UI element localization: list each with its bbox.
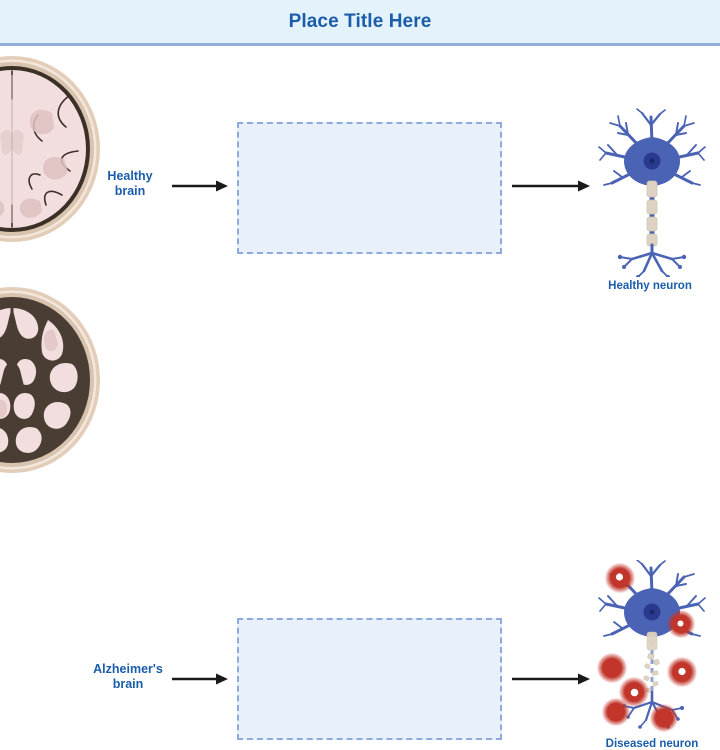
healthy-brain-scan-icon: [0, 55, 104, 243]
arrow-right-icon: [172, 672, 228, 691]
stage-label-line2: brain: [114, 184, 146, 198]
header-banner: [0, 0, 720, 46]
caption-healthy-neuron: Healthy neuron: [608, 280, 692, 292]
arrow-right-icon: [512, 672, 590, 691]
caption-diseased-neuron: Diseased neuron: [605, 738, 699, 750]
row-healthy: Healthy brain: [0, 49, 720, 292]
arrow-right-icon: [172, 179, 228, 198]
stage-label-line2: brain: [112, 677, 144, 691]
arrow-right-icon: [512, 179, 590, 198]
alzheimers-brain-scan-icon: [0, 286, 104, 474]
row-alzheimers: Alzheimer's brain: [0, 278, 720, 750]
content-placeholder-healthy[interactable]: [237, 122, 502, 254]
page-title: Place Title Here: [288, 11, 432, 32]
stage-label-line1: Healthy: [107, 169, 153, 183]
stage-label-alzheimers-brain: Alzheimer's brain: [73, 662, 183, 692]
stage-label-line1: Alzheimer's: [93, 662, 163, 676]
content-placeholder-alzheimers[interactable]: [237, 618, 502, 740]
diseased-neuron-icon: [594, 560, 710, 732]
healthy-neuron-icon: [598, 107, 706, 277]
stage-label-healthy-brain: Healthy brain: [75, 169, 185, 199]
